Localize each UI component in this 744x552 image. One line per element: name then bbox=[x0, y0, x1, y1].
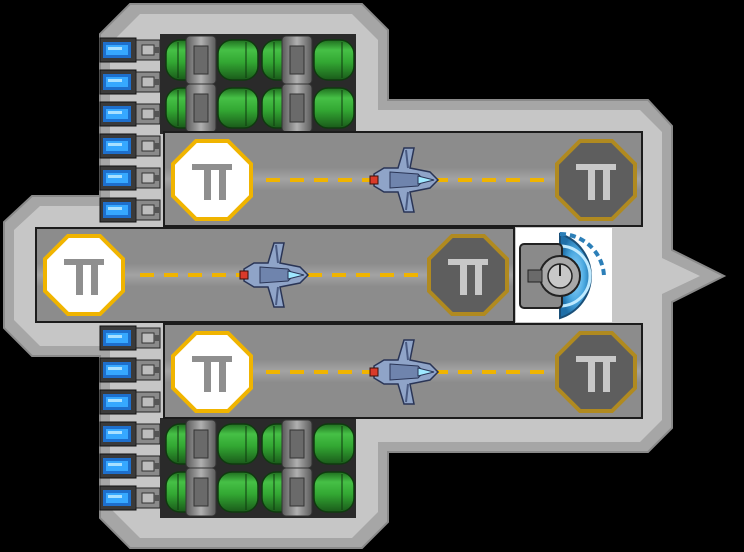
fuel-tank-icon bbox=[261, 83, 355, 133]
upper-fuel-tanks bbox=[160, 34, 356, 134]
hangar-lane-lower[interactable] bbox=[163, 323, 643, 419]
turret-icon[interactable] bbox=[516, 228, 612, 322]
hangar-launch-icon-idle[interactable] bbox=[427, 234, 509, 316]
hangar-launch-icon-idle[interactable] bbox=[555, 139, 637, 221]
hangar-lane-middle[interactable] bbox=[35, 227, 515, 323]
fuel-tank-icon bbox=[165, 467, 259, 517]
lower-fuel-tanks bbox=[160, 418, 356, 518]
fuel-tank-icon bbox=[261, 419, 355, 469]
fuel-tank-icon bbox=[165, 83, 259, 133]
hangar-launch-icon-active[interactable] bbox=[171, 139, 253, 221]
hangar-launch-icon-active[interactable] bbox=[43, 234, 125, 316]
hangar-lane-upper[interactable] bbox=[163, 131, 643, 227]
hangar-launch-icon-active[interactable] bbox=[171, 331, 253, 413]
fuel-tank-icon bbox=[261, 35, 355, 85]
fuel-tank-icon bbox=[165, 35, 259, 85]
fuel-tank-icon bbox=[261, 467, 355, 517]
fuel-tank-icon bbox=[165, 419, 259, 469]
hangar-launch-icon-idle[interactable] bbox=[555, 331, 637, 413]
